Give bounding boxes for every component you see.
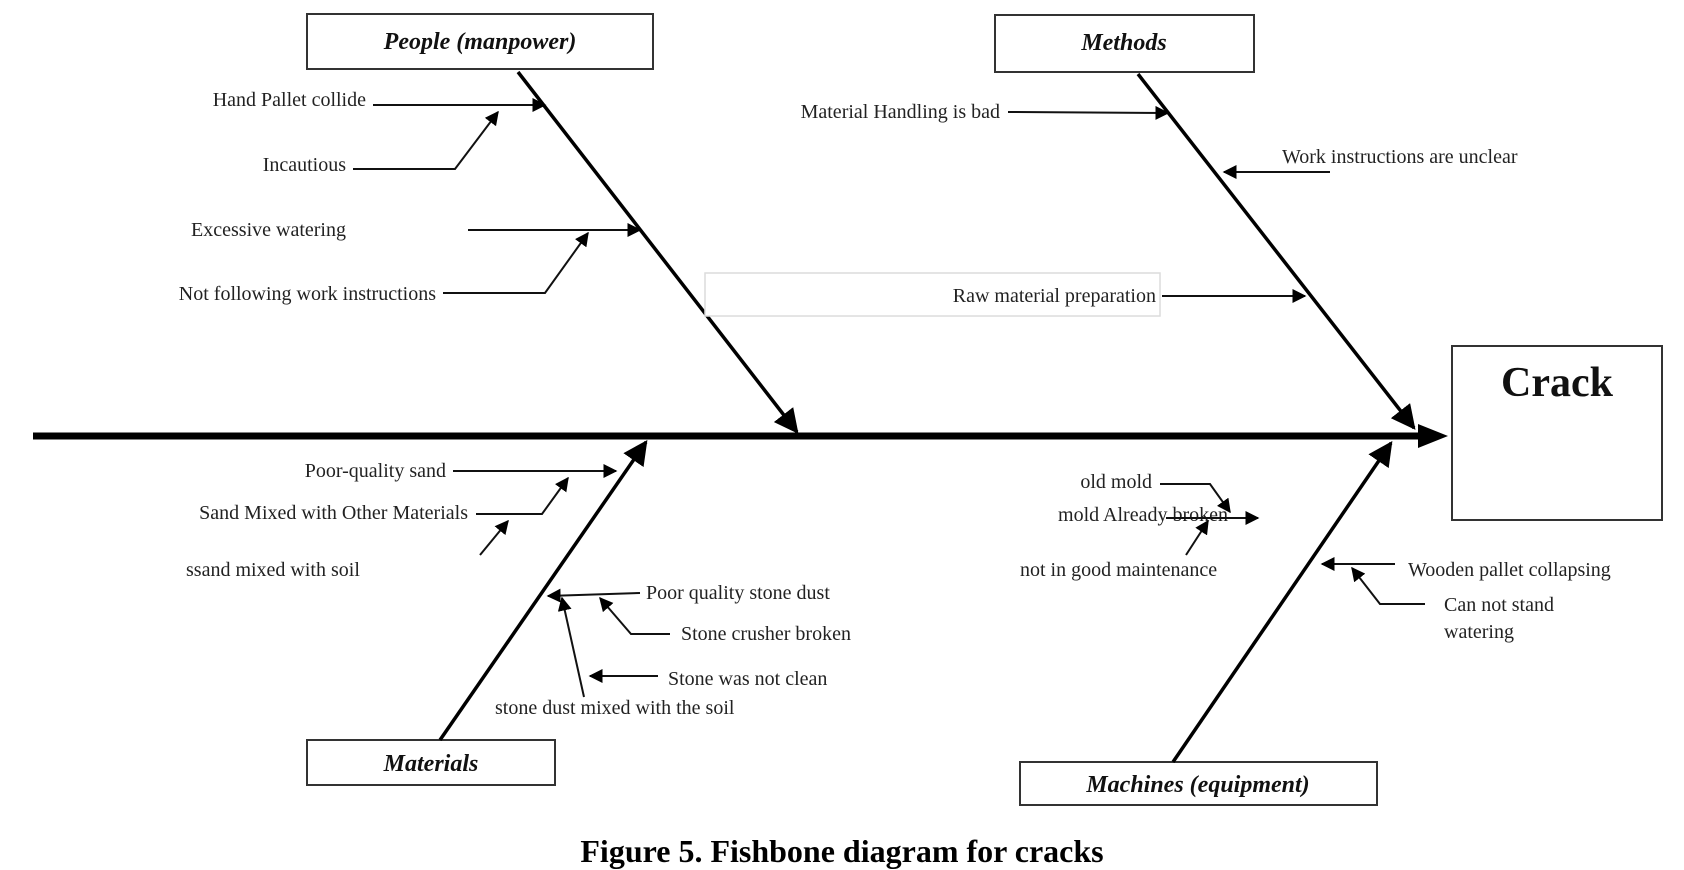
effect-label: Crack [1501,360,1614,406]
category-materials: Materials Poor-quality sand Sand Mixed w… [186,439,851,786]
figure-caption: Figure 5. Fishbone diagram for cracks [580,833,1103,869]
arrow-materials-2 [479,519,509,556]
arrow-machines-4 [1351,566,1425,605]
arrow-people-1 [353,110,499,170]
cause-methods-0: Material Handling is bad [801,101,1000,123]
category-people: People (manpower) Hand Pallet collide In… [179,13,799,434]
methods-title: Methods [1080,30,1166,56]
cause-machines-1: mold Already broken [1058,504,1228,526]
cause-materials-5: Stone was not clean [668,668,827,690]
arrow-machines-2 [1185,519,1209,556]
arrow-methods-0 [1007,105,1170,120]
machines-bone [1171,440,1393,763]
arrow-materials-1 [476,476,569,515]
materials-title: Materials [383,751,479,777]
arrow-machines-0 [1160,483,1231,514]
effect-box: Crack [1451,345,1663,521]
materials-bone [438,439,648,741]
cause-people-2: Excessive watering [191,219,346,241]
cause-methods-2: Raw material preparation [953,285,1156,307]
methods-box [994,14,1255,73]
category-methods: Methods Material Handling is bad Work in… [704,14,1518,430]
arrow-materials-4 [599,596,670,635]
cause-people-1: Incautious [263,154,347,176]
cause-materials-2: ssand mixed with soil [186,559,360,581]
cause-machines-4: Can not stand [1444,594,1554,616]
arrow-people-3 [443,231,589,294]
people-box [306,13,654,70]
cause-materials-6: stone dust mixed with the soil [495,697,735,719]
cause-materials-1: Sand Mixed with Other Materials [199,502,468,524]
arrow-materials-3 [546,588,641,603]
spine-arrowhead [1418,424,1448,448]
cause-people-0: Hand Pallet collide [213,89,366,111]
raw-material-textbox [704,272,1161,317]
category-machines: Machines (equipment) old mold mold Alrea… [1019,440,1611,806]
cause-materials-3: Poor quality stone dust [646,582,830,604]
cause-machines-3: Wooden pallet collapsing [1408,559,1611,581]
cause-materials-0: Poor-quality sand [305,460,446,482]
cause-people-3: Not following work instructions [179,283,436,305]
machines-title: Machines (equipment) [1085,772,1309,798]
cause-methods-1: Work instructions are unclear [1282,146,1518,168]
methods-bone [1136,72,1416,430]
cause-machines-5: watering [1444,621,1514,643]
people-bone [516,70,799,434]
materials-box [306,739,556,786]
arrow-materials-6 [557,596,585,698]
cause-machines-2: not in good maintenance [1020,559,1217,581]
cause-materials-4: Stone crusher broken [681,623,851,645]
cause-machines-0: old mold [1080,471,1152,493]
machines-box [1019,761,1378,806]
people-title: People (manpower) [383,29,577,55]
